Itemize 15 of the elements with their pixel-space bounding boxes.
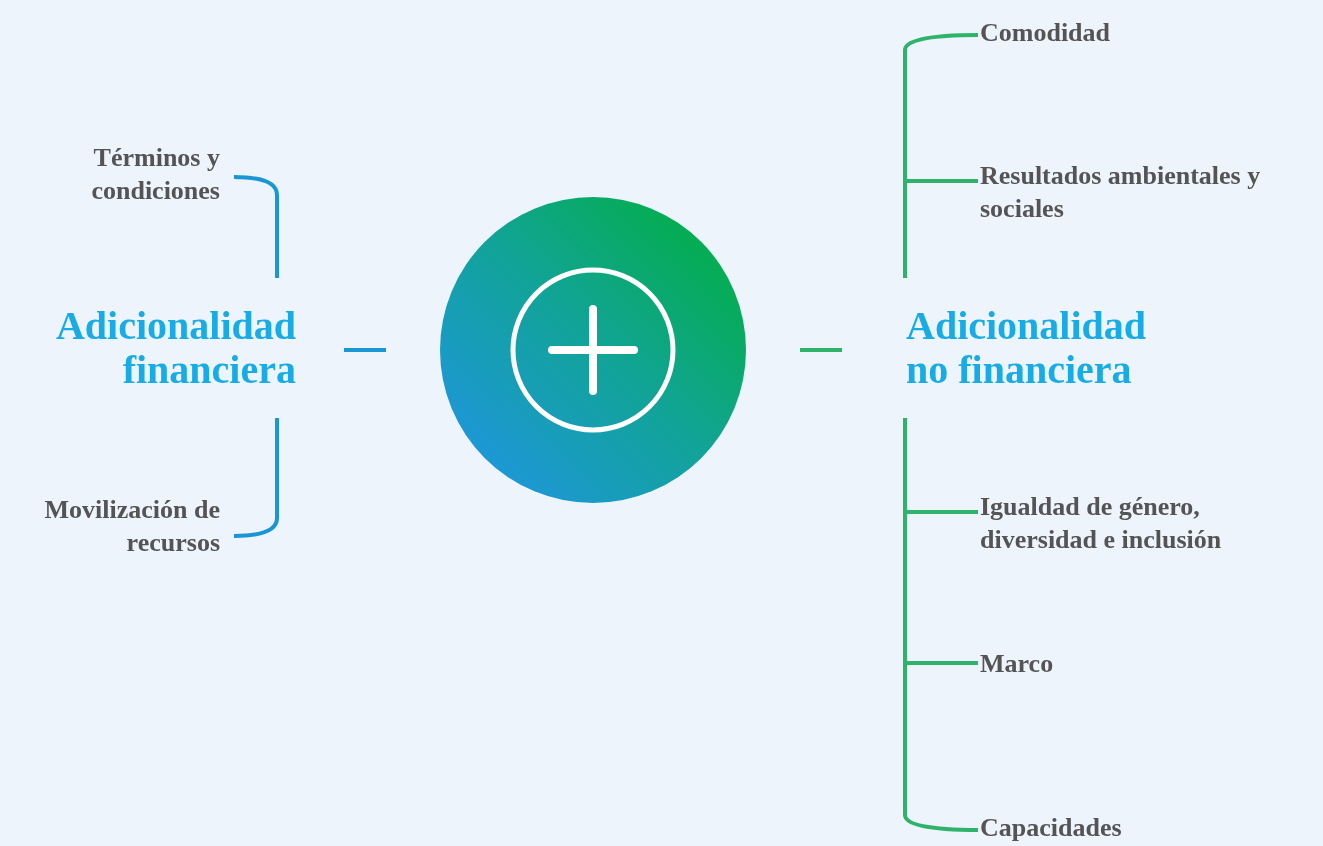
- item-label: Movilización de recursos: [43, 494, 220, 559]
- item-label: Resultados ambientales y sociales: [980, 160, 1262, 225]
- connector-line: [344, 348, 386, 352]
- connector-line: [800, 348, 842, 352]
- category-heading: Adicionalidad no financiera: [906, 304, 1148, 392]
- item-label: Términos y condiciones: [90, 142, 220, 207]
- category-heading: Adicionalidad financiera: [54, 304, 296, 392]
- connector-line: [903, 418, 978, 832]
- item-label: Comodidad: [980, 16, 1111, 49]
- connector-line: [903, 179, 978, 278]
- item-label: Igualdad de género, diversidad e inclusión: [980, 491, 1223, 556]
- connector-line: [233, 175, 279, 278]
- connector-line: [233, 418, 279, 538]
- item-label: Capacidades: [980, 811, 1122, 844]
- item-label: Marco: [980, 647, 1054, 680]
